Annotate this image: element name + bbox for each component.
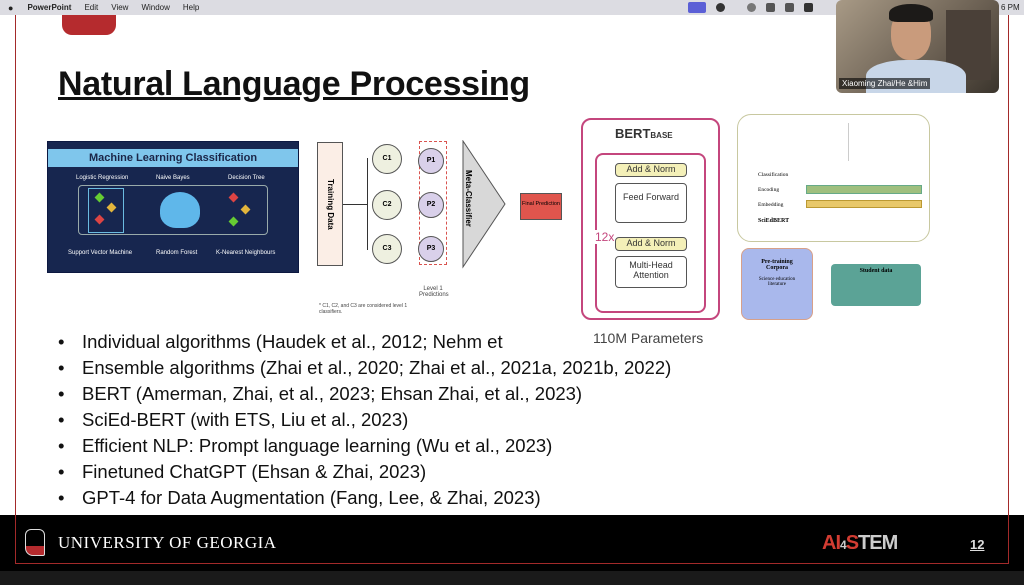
- bullet-item: BERT (Amerman, Zhai, et al., 2023; Ehsan…: [58, 381, 671, 407]
- ai4stem-logo: AI4STEM: [822, 532, 898, 554]
- final-prediction-box: Final Prediction: [520, 193, 562, 220]
- clock: 6 PM: [1001, 3, 1020, 12]
- footnote: * C1, C2, and C3 are considered level 1 …: [319, 303, 408, 315]
- bullet-item: Finetuned ChatGPT (Ehsan & Zhai, 2023): [58, 459, 671, 485]
- meta-classifier-label: Meta-Classifier: [464, 170, 473, 227]
- university-name: UNIVERSITY OF GEORGIA: [58, 533, 277, 552]
- slide-border: [15, 515, 16, 563]
- prediction-p3: P3: [418, 236, 444, 262]
- bullet-list: Individual algorithms (Haudek et al., 20…: [58, 329, 671, 511]
- ensemble-diagram: Training Data C1 C2 C3 P1 P2 P3 Meta-Cla…: [315, 140, 567, 315]
- bullet-item: Ensemble algorithms (Zhai et al., 2020; …: [58, 355, 671, 381]
- slide-footer: UNIVERSITY OF GEORGIA AI4STEM 12: [0, 515, 1024, 571]
- ml-label: Naive Bayes: [156, 175, 190, 181]
- ml-label: Random Forest: [156, 250, 198, 256]
- slide-title: Natural Language Processing: [58, 65, 530, 103]
- menu-app[interactable]: PowerPoint: [27, 3, 72, 12]
- bert-subscript: BASE: [650, 131, 673, 140]
- pretraining-body: Science education literature: [758, 277, 796, 287]
- slide-border: [15, 563, 1009, 564]
- scied-bert-diagram: Classification Encoding Embedding SciEdB…: [737, 114, 930, 242]
- ml-label: Support Vector Machine: [68, 250, 133, 256]
- student-data-box: Student data: [831, 264, 921, 306]
- prediction-p2: P2: [418, 192, 444, 218]
- status-icon[interactable]: [804, 3, 813, 12]
- gem-grid: [88, 188, 124, 233]
- classifier-c2: C2: [372, 190, 402, 220]
- scatter-plot: [848, 123, 908, 161]
- ml-image-title: Machine Learning Classification: [48, 149, 298, 167]
- connector: [343, 204, 367, 205]
- status-tray: [688, 2, 813, 13]
- row-label: Embedding: [758, 202, 784, 208]
- add-norm-box: Add & Norm: [615, 163, 687, 177]
- row-label: Encoding: [758, 187, 780, 193]
- red-tab: [62, 15, 116, 35]
- ml-classification-image: Machine Learning Classification Logistic…: [47, 141, 299, 273]
- prediction-p1: P1: [418, 148, 444, 174]
- status-icon[interactable]: [766, 3, 775, 12]
- menu-window[interactable]: Window: [141, 3, 170, 12]
- menu-help[interactable]: Help: [182, 3, 200, 12]
- student-data-title: Student data: [859, 268, 893, 274]
- cloud-icon[interactable]: [716, 3, 725, 12]
- apple-icon[interactable]: ●: [8, 2, 14, 13]
- bert-title: BERT: [615, 126, 651, 141]
- page-number: 12: [970, 537, 985, 552]
- status-icon[interactable]: [785, 3, 794, 12]
- ml-label: Decision Tree: [228, 175, 265, 181]
- slide-border: [1008, 15, 1009, 515]
- menu-edit[interactable]: Edit: [84, 3, 99, 12]
- feed-forward-box: Feed Forward: [615, 183, 687, 223]
- brain-icon: [160, 192, 200, 228]
- ml-label: K-Nearest Neighbours: [216, 250, 276, 256]
- ml-label: Logistic Regression: [76, 175, 129, 181]
- add-norm-box: Add & Norm: [615, 237, 687, 251]
- participant-name: Xiaoming Zhai/He &Him: [839, 78, 931, 89]
- repeat-label: 12x: [595, 230, 615, 244]
- menu-view[interactable]: View: [111, 3, 129, 12]
- row-label: Classification: [758, 172, 789, 178]
- video-thumbnail[interactable]: Xiaoming Zhai/He &Him: [836, 0, 999, 93]
- bert-params-label: 110M Parameters: [590, 330, 707, 346]
- pretraining-title: Pre-training Corpora: [761, 259, 793, 271]
- level-label: Level 1 Predictions: [419, 286, 449, 298]
- bert-diagram: BERTBASE Add & Norm Feed Forward Add & N…: [581, 118, 720, 320]
- status-icon[interactable]: [747, 3, 756, 12]
- row-label: SciEdBERT: [758, 218, 790, 224]
- uga-arch-logo: [25, 529, 45, 556]
- embedding-bar: [806, 200, 922, 208]
- classifier-c3: C3: [372, 234, 402, 264]
- connector: [367, 158, 368, 250]
- classifier-c1: C1: [372, 144, 402, 174]
- ml-diagram-frame: [78, 185, 268, 235]
- encoding-bar: [806, 185, 922, 194]
- bert-layer-frame: Add & Norm Feed Forward Add & Norm Multi…: [595, 153, 706, 313]
- slide-border: [15, 15, 16, 515]
- pretraining-box: Pre-training Corpora Science education l…: [741, 248, 813, 320]
- bullet-item: Efficient NLP: Prompt language learning …: [58, 433, 671, 459]
- menu-bar: ● PowerPoint Edit View Window Help: [0, 0, 1024, 15]
- slide-border: [1008, 515, 1009, 563]
- meta-classifier-triangle: [462, 140, 506, 269]
- participant-hair: [889, 4, 933, 22]
- training-data-box: Training Data: [317, 142, 343, 266]
- attention-box: Multi-Head Attention: [615, 256, 687, 288]
- screen-share-icon[interactable]: [688, 2, 706, 13]
- bullet-item: GPT-4 for Data Augmentation (Fang, Lee, …: [58, 485, 671, 511]
- bullet-item: SciEd-BERT (with ETS, Liu et al., 2023): [58, 407, 671, 433]
- bullet-item: Individual algorithms (Haudek et al., 20…: [58, 329, 671, 355]
